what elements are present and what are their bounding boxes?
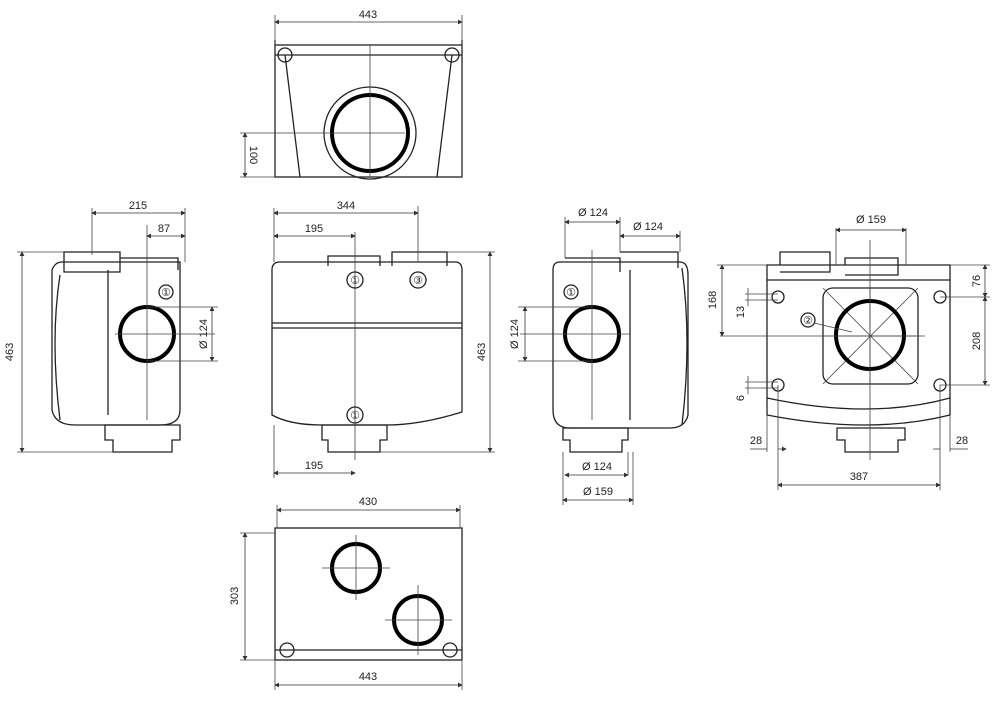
dim-diameter-124-side: Ø 124 (509, 319, 521, 349)
dim-diameter-159: Ø 159 (856, 214, 886, 226)
marker-1-top: ① (350, 275, 360, 287)
dim-28-left: 28 (750, 435, 762, 447)
dim-diameter-124-bottom: Ø 124 (582, 461, 612, 473)
dim-168: 168 (707, 291, 719, 309)
front-view: ① ③ ① 344 195 195 463 (271, 200, 495, 478)
rear-view: Ø 159 ② 168 13 6 76 208 28 28 387 (707, 214, 990, 490)
right-side-view: ① Ø 124 Ø 124 Ø 124 Ø 124 Ø 159 (509, 207, 689, 505)
dim-443: 443 (359, 9, 377, 21)
corner-foot (444, 47, 460, 63)
dim-215: 215 (129, 200, 147, 212)
top-view: 443 100 (240, 9, 463, 180)
dim-430: 430 (359, 496, 377, 508)
fan-marker: ② (803, 315, 813, 327)
corner-foot (277, 47, 293, 63)
dim-303: 303 (229, 587, 241, 605)
port-marker: ① (566, 287, 576, 299)
dim-diameter-124: Ø 124 (198, 319, 210, 349)
marker-3: ③ (413, 275, 423, 287)
dim-344: 344 (337, 200, 355, 212)
dim-208: 208 (971, 332, 983, 350)
port-marker: ① (161, 287, 171, 299)
dim-diameter-124-top-right: Ø 124 (633, 221, 663, 233)
dim-443: 443 (359, 671, 377, 683)
left-side-view: ① 215 87 463 Ø 124 (4, 200, 218, 453)
dim-6: 6 (735, 395, 747, 401)
dim-13: 13 (735, 306, 747, 318)
dim-100: 100 (247, 146, 259, 164)
dim-195-bottom: 195 (305, 460, 323, 472)
marker-1-bottom: ① (350, 410, 360, 422)
dim-387: 387 (850, 471, 868, 483)
dim-87: 87 (158, 223, 170, 235)
dim-463: 463 (476, 343, 488, 361)
dim-diameter-124-top-left: Ø 124 (578, 207, 608, 219)
dim-195-top: 195 (305, 223, 323, 235)
dim-76: 76 (971, 275, 983, 287)
dim-28-right: 28 (956, 435, 968, 447)
dim-463: 463 (4, 343, 16, 361)
dim-diameter-159: Ø 159 (583, 486, 613, 498)
bottom-view: 430 303 443 (229, 496, 463, 690)
